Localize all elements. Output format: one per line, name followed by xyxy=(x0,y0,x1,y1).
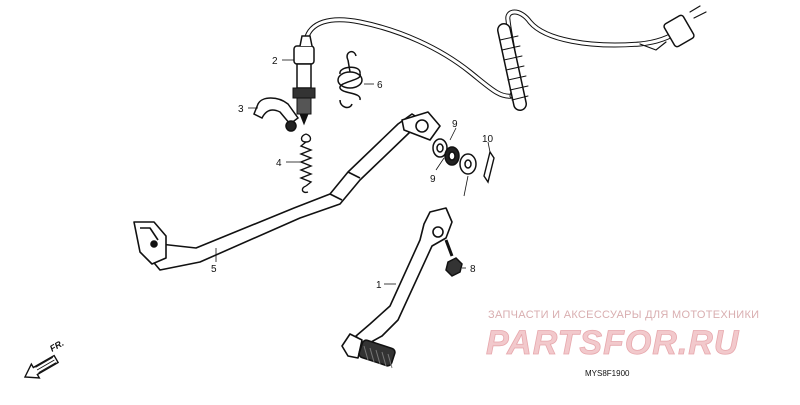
callout-8: 8 xyxy=(470,264,476,275)
watermark-logo-text: PARTSFOR.RU xyxy=(486,324,740,362)
callout-9a: 9 xyxy=(452,119,458,130)
washer-part-9-upper xyxy=(432,138,448,158)
diagram-code: MYS8F1900 xyxy=(585,369,630,378)
callout-4: 4 xyxy=(276,158,282,169)
flange-bolt-part-8 xyxy=(444,239,463,277)
front-label: FR. xyxy=(48,338,66,354)
callout-labels: 2 3 4 5 6 9 9 10 8 1 xyxy=(211,56,494,291)
leader-lines xyxy=(215,59,491,285)
callout-9b: 9 xyxy=(430,174,436,185)
cotter-pin-part-10 xyxy=(483,150,495,184)
front-direction-indicator: FR. xyxy=(23,338,66,379)
washer-part-7 xyxy=(459,153,477,175)
return-spring-part-6 xyxy=(337,50,363,109)
callout-10: 10 xyxy=(482,134,494,145)
stop-switch-part-2 xyxy=(292,35,316,126)
switch-stay-part-3 xyxy=(253,97,300,132)
watermark-tagline: ЗАПЧАСТИ И АКСЕССУАРЫ ДЛЯ МОТОТЕХНИКИ xyxy=(488,309,759,321)
callout-6: 6 xyxy=(377,80,383,91)
gearshift-pedal-part-1 xyxy=(341,207,453,369)
callout-2: 2 xyxy=(272,56,278,67)
callout-1: 1 xyxy=(376,280,382,291)
spring-part-4 xyxy=(299,133,313,194)
watermark: ЗАПЧАСТИ И АКСЕССУАРЫ ДЛЯ МОТОТЕХНИКИ PA… xyxy=(486,309,759,362)
oil-seal-part-9-lower xyxy=(444,146,460,166)
switch-wire-harness xyxy=(303,5,707,111)
callout-3: 3 xyxy=(238,104,244,115)
brake-pedal-part-5 xyxy=(133,111,441,271)
callout-5: 5 xyxy=(211,264,217,275)
front-arrow-icon xyxy=(23,354,60,379)
